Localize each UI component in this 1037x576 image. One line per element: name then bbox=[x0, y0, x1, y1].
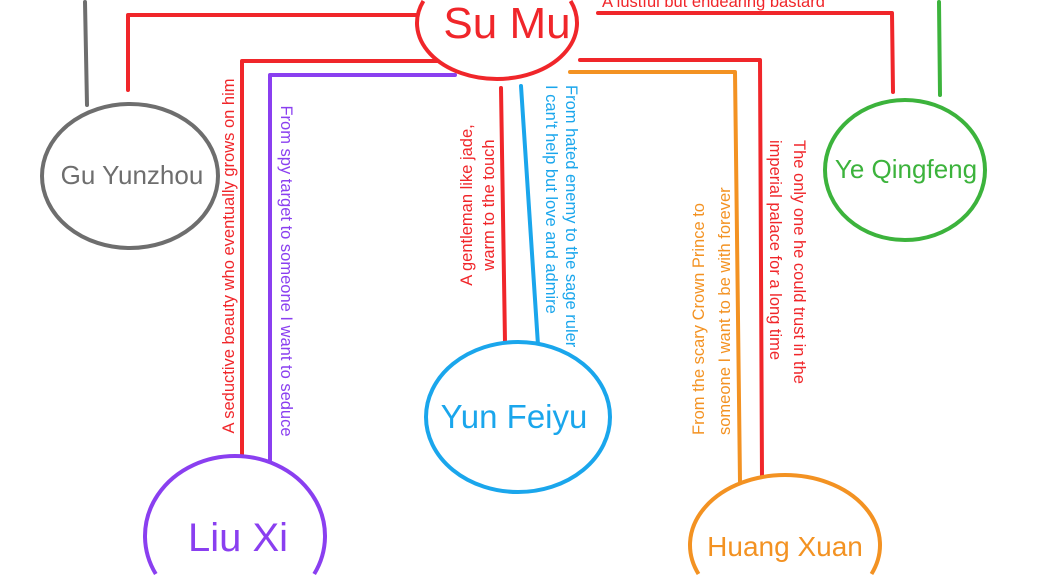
edge-ye-qingfeng-green bbox=[937, 0, 942, 97]
node-gu-yunzhou-label: Gu Yunzhou bbox=[61, 160, 204, 190]
edge-label-huang-xuan-red-2: imperial palace for a long time bbox=[766, 140, 784, 360]
edge-yun-feiyu-blue bbox=[519, 84, 540, 347]
node-su-mu bbox=[415, 0, 579, 81]
node-huang-xuan bbox=[688, 473, 882, 576]
edge-label-liu-xi-purple: From spy target to someone I want to sed… bbox=[277, 105, 295, 436]
edge-huang-xuan-red bbox=[578, 58, 764, 480]
node-liu-xi-label: Liu Xi bbox=[188, 516, 288, 560]
node-ye-qingfeng bbox=[823, 98, 987, 242]
edge-label-liu-xi-red: A seductive beauty who eventually grows … bbox=[220, 79, 238, 434]
node-liu-xi bbox=[143, 454, 327, 576]
node-huang-xuan-label: Huang Xuan bbox=[707, 531, 863, 562]
edge-gu-yunzhou-gray bbox=[83, 0, 89, 107]
edge-label-huang-xuan-red-1: The only one he could trust in the bbox=[790, 140, 808, 384]
node-gu-yunzhou bbox=[40, 102, 220, 250]
edge-label-ye-qingfeng: A lustful but endearing bastard bbox=[602, 0, 825, 11]
edge-label-yun-feiyu-red-2: warm to the touch bbox=[480, 139, 498, 271]
node-su-mu-label: Su Mu bbox=[443, 0, 570, 48]
node-yun-feiyu-label: Yun Feiyu bbox=[441, 398, 588, 435]
edge-ye-qingfeng-red bbox=[596, 11, 895, 94]
edge-label-yun-feiyu-red-1: A gentleman like jade, bbox=[458, 124, 476, 285]
edge-liu-xi-purple bbox=[268, 73, 457, 462]
edge-gu-yunzhou-red bbox=[126, 13, 422, 92]
edge-liu-xi-red bbox=[240, 59, 457, 458]
edge-label-huang-xuan-orange-2: someone I want to be with forever bbox=[716, 187, 734, 435]
edge-label-yun-feiyu-blue-1: From hated enemy to the sage ruler bbox=[562, 85, 580, 348]
node-ye-qingfeng-label: Ye Qingfeng bbox=[835, 154, 977, 184]
edge-label-huang-xuan-orange-1: From the scary Crown Prince to bbox=[690, 203, 708, 435]
node-yun-feiyu bbox=[424, 340, 612, 494]
edge-label-yun-feiyu-blue-2: I can't help but love and admire bbox=[542, 85, 560, 314]
edge-yun-feiyu-red bbox=[499, 86, 507, 344]
edge-huang-xuan-orange bbox=[568, 70, 742, 484]
